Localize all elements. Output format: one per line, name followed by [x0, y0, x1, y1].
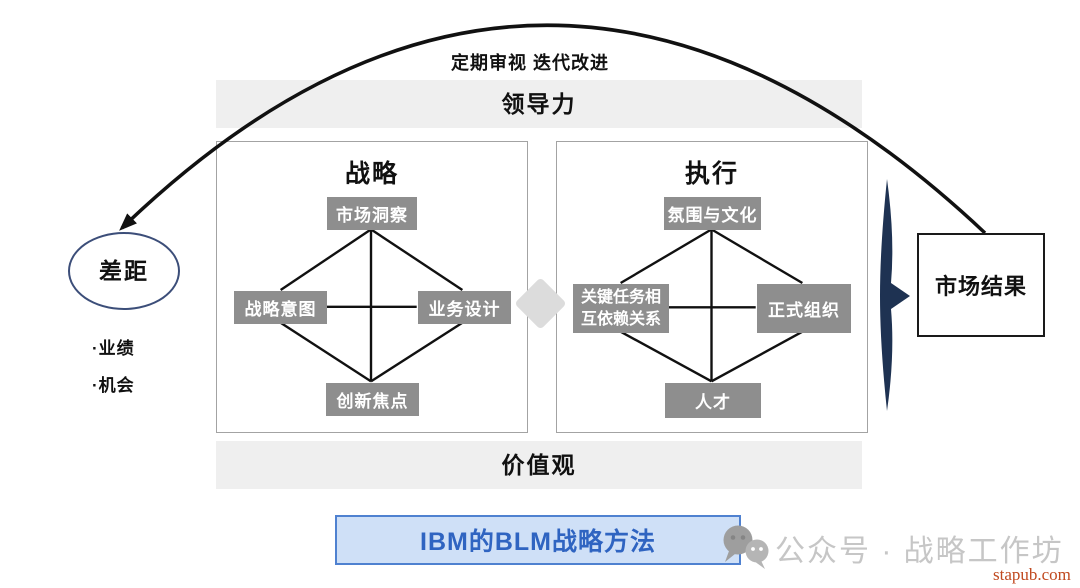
node-innovation-focus: 创新焦点: [326, 383, 419, 416]
strategy-panel: 战略 市场洞察 战略意图 业务设计 创新焦点: [216, 141, 528, 433]
title-banner-label: IBM的BLM战略方法: [420, 528, 656, 556]
title-banner: IBM的BLM战略方法: [335, 515, 741, 565]
execution-panel: 执行 氛围与文化 关键任务相 互依赖关系 正式组织 人才: [556, 141, 868, 433]
values-bar: 价值观: [216, 441, 862, 489]
results-arrow-icon: [880, 179, 910, 411]
node-climate-culture: 氛围与文化: [664, 197, 761, 230]
node-business-design: 业务设计: [418, 291, 511, 324]
node-strategic-intent: 战略意图: [234, 291, 327, 324]
gap-label: 差距: [99, 258, 149, 284]
arc-caption: 定期审视 迭代改进: [450, 53, 609, 73]
watermark-text: stapub.com: [993, 565, 1071, 584]
execution-connectors: [620, 228, 803, 383]
key-tasks-line1: 关键任务相: [580, 288, 661, 306]
leadership-bar: 领导力: [216, 80, 862, 128]
values-label: 价值观: [501, 452, 577, 478]
node-talent: 人才: [665, 383, 761, 418]
node-key-tasks: 关键任务相 互依赖关系: [573, 284, 669, 333]
gap-item-opportunity: ·机会: [92, 376, 135, 395]
wechat-icon: [723, 525, 769, 569]
market-results-label: 市场结果: [934, 274, 1027, 299]
node-market-insight: 市场洞察: [327, 197, 417, 230]
node-formal-organization: 正式组织: [757, 284, 851, 333]
strategy-connectors: [279, 228, 464, 383]
key-tasks-line2: 互依赖关系: [580, 310, 661, 328]
leadership-label: 领导力: [501, 91, 577, 117]
gap-ellipse: 差距: [68, 232, 180, 310]
wechat-account-text: 公众号 · 战略工作坊: [775, 535, 1064, 568]
gap-item-performance: ·业绩: [92, 339, 135, 358]
market-results-box: 市场结果: [917, 233, 1045, 337]
